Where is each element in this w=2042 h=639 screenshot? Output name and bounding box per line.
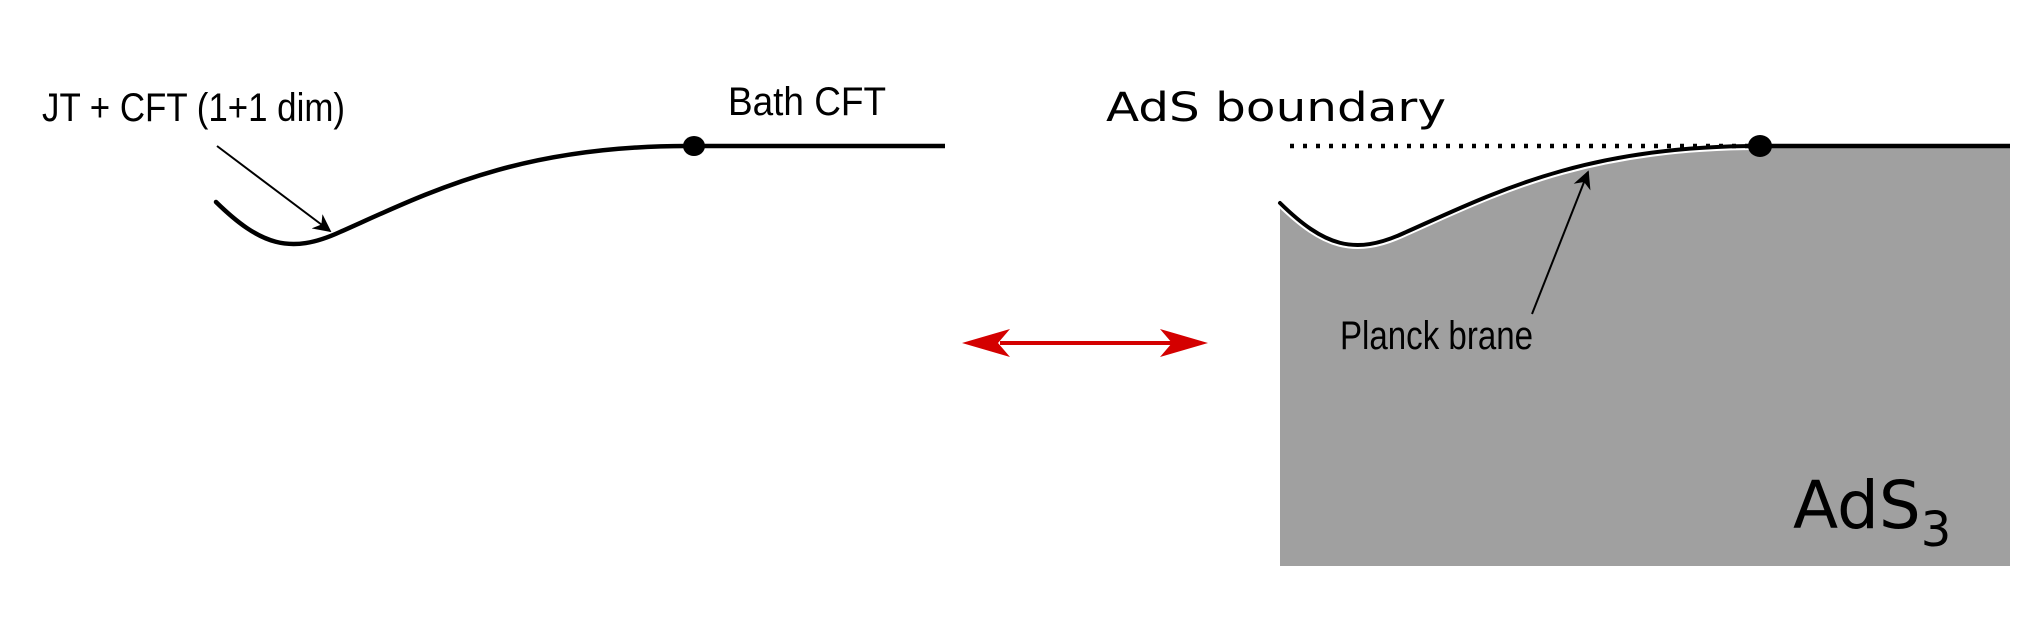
equivalence-arrowhead-left	[962, 329, 1010, 357]
planck-brane-curve	[1278, 144, 1760, 247]
left-panel: JT + CFT (1+1 dim) Bath CFT	[42, 80, 945, 247]
ads3-label: AdS3	[1793, 467, 1951, 558]
jt-pointer-arrow	[216, 145, 332, 233]
ads3-label-main: AdS	[1793, 467, 1921, 544]
jt-cft-label: JT + CFT (1+1 dim)	[42, 86, 345, 130]
ads3-label-subscript: 3	[1921, 502, 1952, 558]
planck-brane-label: Planck brane	[1340, 314, 1533, 358]
planck-brane-pointer-arrow	[1531, 170, 1591, 315]
jt-region-curve	[213, 143, 695, 247]
ads-boundary-label: AdS boundary	[1106, 85, 1446, 131]
equivalence-arrowhead-right	[1160, 329, 1208, 357]
right-panel: AdS boundary Planck brane AdS3	[1106, 85, 2010, 566]
junction-dot-left	[683, 136, 705, 156]
ads3-bulk-region	[1280, 146, 2010, 566]
bath-cft-label: Bath CFT	[728, 80, 886, 124]
equivalence-arrow	[962, 329, 1208, 357]
junction-dot-right	[1748, 135, 1772, 157]
